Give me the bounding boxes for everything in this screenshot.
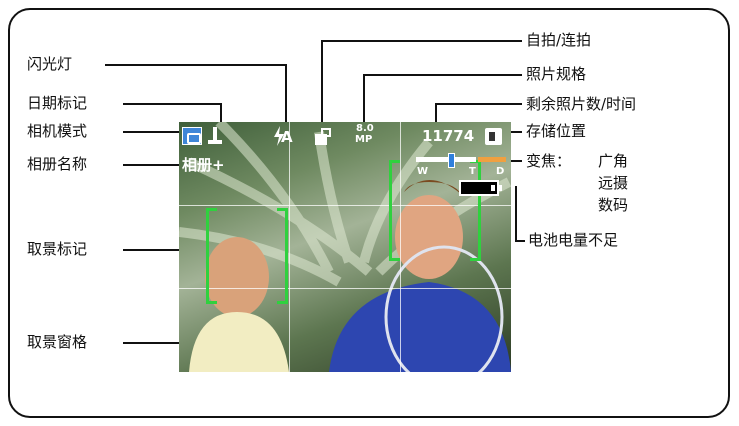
label-low-battery: 电池电量不足: [528, 231, 619, 249]
label-framing-grid: 取景窗格: [27, 333, 88, 351]
diagram-frame: [8, 8, 730, 418]
label-date-stamp: 日期标记: [27, 94, 88, 112]
label-zoom-wide: 广角: [598, 152, 629, 170]
label-zoom-prefix: 变焦：: [526, 152, 572, 170]
boy-shirt: [329, 282, 511, 372]
leader-battery-v: [515, 186, 517, 241]
girl-shirt: [189, 312, 289, 372]
storage-location-icon: [485, 128, 502, 145]
date-stamp-icon: [207, 127, 223, 145]
label-storage-location: 存储位置: [526, 122, 587, 140]
framing-bracket-left-2: [389, 160, 400, 261]
grid-line-v1: [289, 122, 290, 372]
boy-hair: [404, 179, 461, 194]
camera-preview-screen: 相册+ A 8.0 MP 11774 W T D: [179, 122, 511, 372]
picture-size-top: 8.0: [356, 123, 374, 134]
label-flash: 闪光灯: [27, 55, 73, 73]
palm-leaves: [179, 122, 511, 287]
label-album-name: 相册名称: [27, 155, 88, 173]
leader-count-h: [436, 103, 522, 105]
zoom-slider: [448, 153, 455, 168]
framing-bracket-left-1: [206, 208, 217, 304]
leader-album-h: [123, 164, 181, 166]
tennis-racket: [384, 245, 504, 372]
flash-mode-text: A: [281, 128, 293, 146]
leader-battery-h: [515, 240, 525, 242]
leader-flash-h: [105, 64, 286, 66]
leader-size-h: [364, 74, 522, 76]
label-pictures-remaining: 剩余照片数/时间: [526, 95, 637, 113]
label-zoom-digital: 数码: [598, 196, 629, 214]
leader-date-h: [123, 103, 221, 105]
picture-size-icon: 8.0 MP: [355, 123, 377, 149]
album-name-text: 相册+: [182, 156, 225, 174]
photo-scene: [179, 122, 511, 372]
picture-size-bottom: MP: [355, 134, 373, 145]
label-picture-size: 照片规格: [526, 65, 587, 83]
framing-bracket-right-1: [277, 208, 288, 304]
grid-line-h2: [179, 288, 511, 289]
label-framing-marks: 取景标记: [27, 240, 88, 258]
leader-selftimer-h: [322, 40, 522, 42]
label-self-timer-burst: 自拍/连拍: [526, 31, 592, 49]
leader-date-v: [220, 103, 222, 122]
girl-face: [205, 237, 269, 317]
zoom-bar: [416, 153, 506, 168]
label-zoom-tele: 远摄: [598, 174, 629, 192]
camera-mode-icon: [182, 127, 202, 145]
low-battery-icon: [459, 180, 502, 196]
grid-line-v2: [400, 122, 401, 372]
flash-icon: A: [273, 126, 297, 148]
zoom-w-label: W: [417, 166, 429, 177]
zoom-digital-segment: [478, 157, 506, 162]
label-camera-mode: 相机模式: [27, 122, 88, 140]
leader-flash-v: [285, 64, 287, 122]
self-timer-burst-icon: [315, 128, 333, 146]
leader-storage-h: [508, 131, 522, 133]
leader-mode-h: [123, 131, 181, 133]
grid-line-h1: [179, 205, 511, 206]
leader-size-v: [363, 74, 365, 122]
pictures-remaining-count: 11774: [422, 127, 475, 145]
leader-zoom-h: [508, 160, 522, 162]
zoom-d-label: D: [496, 166, 505, 177]
leader-count-v: [435, 103, 437, 126]
leader-selftimer-v: [321, 40, 323, 122]
zoom-t-label: T: [469, 166, 476, 177]
